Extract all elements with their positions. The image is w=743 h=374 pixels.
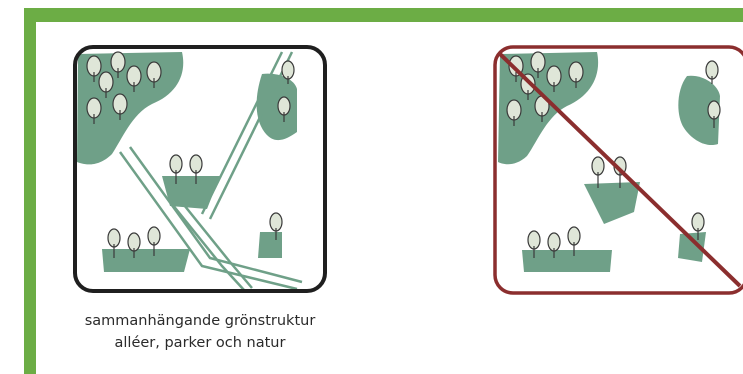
- caption: sammanhängande grönstruktur alléer, park…: [62, 310, 338, 354]
- park-area-middle: [584, 182, 640, 224]
- green-border-left: [24, 8, 36, 374]
- connected-green-illustration: [72, 44, 328, 294]
- caption-line-1: sammanhängande grönstruktur: [62, 310, 338, 332]
- green-border-top: [24, 8, 743, 22]
- park-area-middle: [162, 176, 220, 209]
- caption-line-2: alléer, parker och natur: [62, 332, 338, 354]
- park-area-bottom: [522, 250, 612, 272]
- fragmented-green-illustration: [492, 44, 743, 296]
- fragmented-green-panel: [492, 44, 743, 296]
- park-area-bottom: [102, 249, 190, 272]
- park-area-small: [258, 232, 282, 258]
- connected-green-panel: [72, 44, 328, 294]
